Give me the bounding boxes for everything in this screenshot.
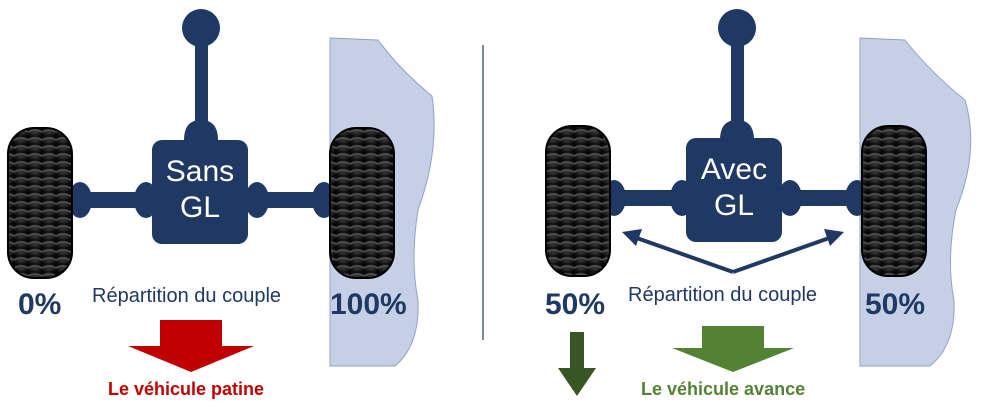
shaft-mount-right: [720, 120, 754, 140]
hub-left-c: [245, 182, 269, 218]
differential-label-left-line2: GL: [179, 191, 221, 224]
right-scene-left-wheel-percent: 50%: [545, 288, 606, 321]
differential-label-left: Sans GL: [152, 154, 248, 226]
torque-split-arrow-icon: [622, 229, 844, 274]
left-scene-right-wheel-percent: 100%: [330, 288, 407, 321]
slip-arrow-icon: [128, 320, 254, 372]
differential-label-right-line2: GL: [713, 189, 755, 222]
drive-shaft-left: [195, 35, 208, 125]
right-scene-torque-label: Répartition du couple: [628, 284, 818, 306]
tire-icon: [545, 125, 611, 277]
right-scene-right-wheel-percent: 50%: [865, 288, 926, 321]
right-scene-result-label: Le véhicule avance: [641, 379, 806, 399]
differential-label-right-line1: Avec: [700, 153, 768, 186]
left-scene-left-wheel-percent: 0%: [18, 288, 62, 321]
differential-label-left-line1: Sans: [165, 155, 235, 188]
tire-icon: [861, 125, 927, 277]
advance-arrow-icon: [672, 326, 794, 372]
shaft-knob-right: [718, 9, 756, 47]
differential-label-right: Avec GL: [686, 152, 782, 224]
shaft-mount-left: [184, 120, 218, 140]
tire-icon: [7, 127, 73, 279]
differential-box-right: [686, 138, 782, 242]
wheel-down-arrow-icon: [558, 332, 596, 396]
hub-left-a: [68, 182, 92, 218]
tire-icon: [329, 127, 395, 279]
hub-right-c: [778, 180, 802, 216]
differential-box-left: [152, 140, 248, 244]
left-scene-torque-label: Répartition du couple: [92, 285, 282, 307]
left-scene-result-label: Le véhicule patine: [108, 379, 265, 399]
drive-shaft-right: [731, 35, 744, 125]
shaft-knob-left: [182, 9, 220, 47]
